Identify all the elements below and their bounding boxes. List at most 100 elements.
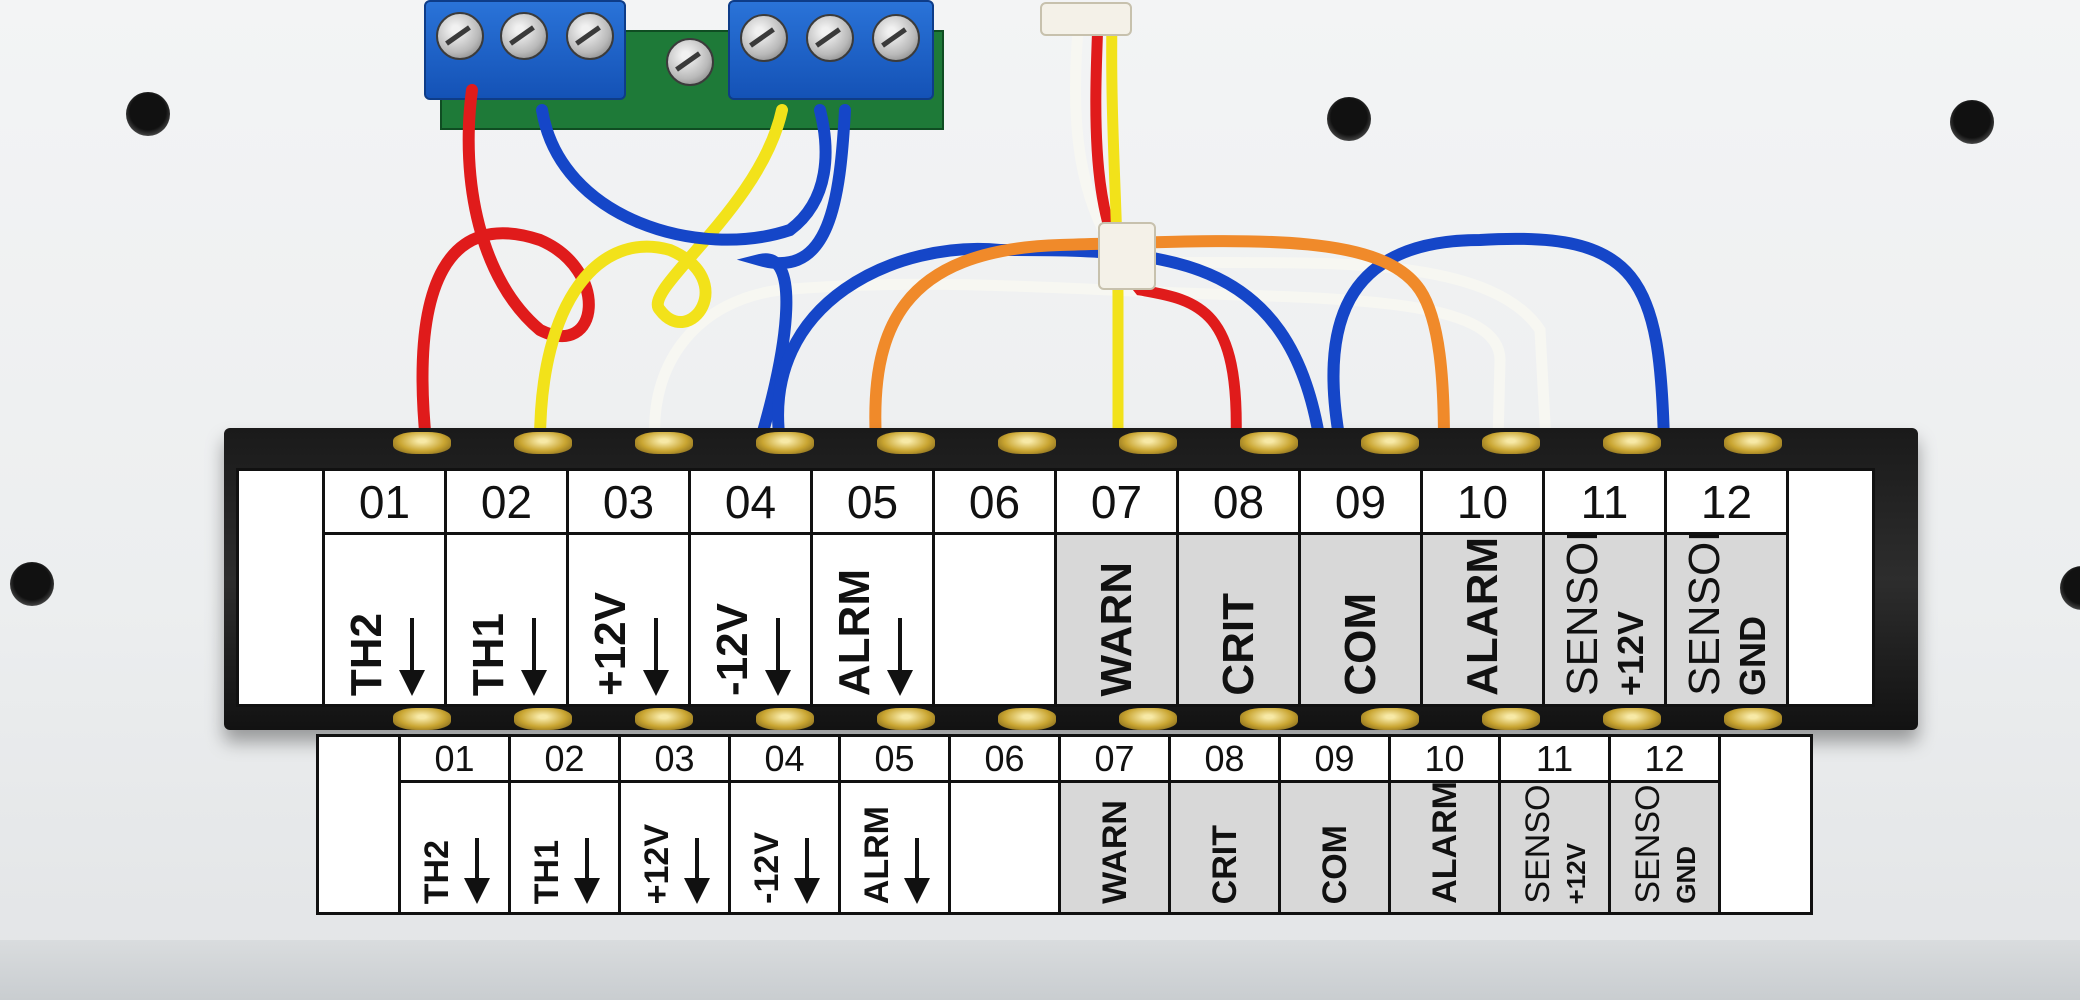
terminal-function-label: +12V <box>637 823 676 904</box>
brass-contact <box>1240 432 1298 454</box>
terminal-number: 03 <box>566 468 691 535</box>
brass-contact <box>877 432 935 454</box>
terminal-function-label: ALRM <box>829 568 879 696</box>
terminal-function-cell: COM <box>1278 780 1391 915</box>
red-wire <box>416 84 595 448</box>
terminal-function-label: CRIT <box>1205 824 1244 904</box>
white-wire <box>649 278 1506 448</box>
terminal-number: 11 <box>1498 734 1611 783</box>
terminal-function-label: ALARM <box>1425 781 1464 905</box>
down-arrow-icon <box>886 618 913 696</box>
terminal-function-cell: ALARM <box>1420 532 1545 707</box>
terminal-function-cell: COM <box>1298 532 1423 707</box>
brass-contact <box>514 708 572 730</box>
terminal-number: 07 <box>1054 468 1179 535</box>
terminal-function-sublabel: GND <box>1731 616 1773 696</box>
terminal-number: 08 <box>1168 734 1281 783</box>
terminal-function-label: SENSOR <box>1628 781 1667 905</box>
terminal-function-cell: -12V <box>688 532 813 707</box>
brass-contact <box>1482 432 1540 454</box>
cable-tie <box>1098 222 1156 290</box>
brass-contact <box>393 708 451 730</box>
terminal-function-cell: CRIT <box>1176 532 1301 707</box>
terminal-number: 10 <box>1420 468 1545 535</box>
terminal-number: 05 <box>838 734 951 783</box>
terminal-function-label: TH2 <box>341 612 391 696</box>
label-end-cell <box>236 468 325 707</box>
terminal-number: 04 <box>688 468 813 535</box>
brass-contact <box>635 432 693 454</box>
mounting-hole <box>1327 97 1371 141</box>
terminal-function-cell <box>948 780 1061 915</box>
terminal-screw <box>740 14 788 62</box>
terminal-function-cell: +12V <box>618 780 731 915</box>
terminal-screw <box>872 14 920 62</box>
brass-contact <box>1603 432 1661 454</box>
brass-contact <box>756 432 814 454</box>
label-end-cell <box>316 734 401 915</box>
brass-contact <box>514 432 572 454</box>
terminal-function-label: COM <box>1315 824 1354 904</box>
brass-contact <box>1603 708 1661 730</box>
terminal-function-cell: -12V <box>728 780 841 915</box>
terminal-number: 07 <box>1058 734 1171 783</box>
brass-contact <box>1361 708 1419 730</box>
mounting-hole <box>126 92 170 136</box>
terminal-function-sublabel: GND <box>1670 846 1701 904</box>
brass-contact <box>1482 708 1540 730</box>
down-arrow-icon <box>764 618 791 696</box>
terminal-number: 06 <box>948 734 1061 783</box>
terminal-function-label: TH1 <box>527 839 566 904</box>
brass-contact <box>998 432 1056 454</box>
terminal-function-cell: ALRM <box>810 532 935 707</box>
terminal-function-label: SENSOR <box>1557 533 1607 697</box>
terminal-number: 06 <box>932 468 1057 535</box>
terminal-function-label: -12V <box>707 603 757 696</box>
blue-wire <box>1327 232 1670 448</box>
terminal-function-cell: TH2 <box>322 532 447 707</box>
terminal-number: 04 <box>728 734 841 783</box>
terminal-function-label: TH2 <box>417 839 456 904</box>
blue-wire <box>736 104 851 448</box>
terminal-function-label: SENSOR <box>1518 781 1557 905</box>
terminal-function-label: -12V <box>747 832 786 904</box>
label-end-cell <box>1786 468 1875 707</box>
terminal-number: 12 <box>1608 734 1721 783</box>
terminal-number: 09 <box>1298 468 1423 535</box>
terminal-function-label: COM <box>1335 593 1385 696</box>
terminal-function-label: ALARM <box>1457 537 1507 696</box>
down-arrow-icon <box>793 838 820 904</box>
terminal-function-cell: TH2 <box>398 780 511 915</box>
terminal-number: 01 <box>398 734 511 783</box>
brass-contact <box>1724 708 1782 730</box>
terminal-function-cell: ALARM <box>1388 780 1501 915</box>
terminal-function-cell: +12V <box>566 532 691 707</box>
terminal-function-label: WARN <box>1091 561 1141 696</box>
label-end-cell <box>1718 734 1813 915</box>
brass-contact <box>1119 708 1177 730</box>
terminal-screw <box>566 12 614 60</box>
terminal-number: 10 <box>1388 734 1501 783</box>
terminal-screw <box>666 38 714 86</box>
down-arrow-icon <box>463 838 490 904</box>
cable-tie <box>1040 2 1132 36</box>
mounting-hole <box>1950 100 1994 144</box>
down-arrow-icon <box>573 838 600 904</box>
terminal-function-cell: SENSOR+12V <box>1498 780 1611 915</box>
terminal-function-cell: WARN <box>1058 780 1171 915</box>
terminal-function-label: ALRM <box>857 805 896 904</box>
terminal-number: 03 <box>618 734 731 783</box>
terminal-number: 09 <box>1278 734 1391 783</box>
brass-contact <box>1361 432 1419 454</box>
brass-contact <box>1119 432 1177 454</box>
down-arrow-icon <box>903 838 930 904</box>
terminal-function-label: CRIT <box>1213 593 1263 696</box>
terminal-function-label: WARN <box>1095 800 1134 904</box>
terminal-function-sublabel: +12V <box>1560 842 1591 904</box>
mounting-hole <box>2060 566 2080 610</box>
terminal-function-cell <box>932 532 1057 707</box>
terminal-number: 08 <box>1176 468 1301 535</box>
